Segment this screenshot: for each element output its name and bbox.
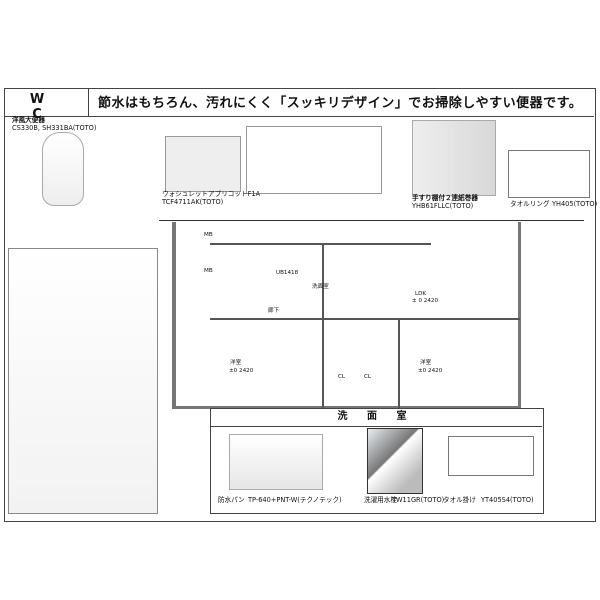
- room-label: CL: [364, 374, 372, 380]
- laundry-item-name: 洗濯用水栓: [364, 496, 397, 504]
- laundry-item-model: TW11GR(TOTO): [392, 496, 445, 504]
- towel-bar-photo: [448, 436, 534, 476]
- room-dimension: ± 0 2420: [412, 298, 439, 304]
- washlet-name: ウォシュレットアプリコットF1A: [162, 190, 261, 198]
- toilet-model: CS330B, SH331BA(TOTO): [12, 124, 97, 132]
- plan-line: [322, 245, 324, 408]
- plan-line: [210, 243, 431, 245]
- room-label: MB: [204, 232, 213, 238]
- towelring-model: YH405(TOTO): [552, 200, 598, 208]
- room-label: LDK: [415, 291, 427, 297]
- laundry-item-name: 防水パン: [218, 496, 245, 504]
- room-label: 廊下: [268, 308, 280, 314]
- plan-wall: [172, 406, 521, 409]
- paper-holder-photo: [412, 120, 496, 196]
- plan-line: [398, 318, 400, 408]
- washing-faucet-photo: [367, 428, 423, 494]
- room-label: 洋室: [420, 360, 432, 366]
- laundry-item-name: タオル掛け: [443, 496, 476, 504]
- remote-control-image: [165, 136, 241, 192]
- plan-wall: [172, 222, 176, 408]
- header-slogan: 節水はもちろん、汚れにくく「スッキリデザイン」でお掃除しやすい便器です。: [98, 96, 583, 111]
- header-divider: [88, 88, 89, 116]
- floor-plan: [159, 220, 584, 409]
- waterproof-pan-photo: [229, 434, 323, 490]
- handrail-name: 手すり棚付２連紙巻器: [412, 194, 478, 202]
- toilet-title: 洋風大便器: [12, 116, 45, 124]
- laundry-item-model: YT405S4(TOTO): [481, 496, 534, 504]
- room-label: CL: [338, 374, 346, 380]
- washlet-spec-chart-image: [246, 126, 382, 194]
- room-label: 洋室: [230, 360, 242, 366]
- room-label: UB1418: [276, 270, 299, 276]
- room-label: 洗面室: [312, 284, 329, 290]
- document-header: [4, 88, 594, 117]
- plan-line: [210, 318, 520, 320]
- handrail-model: YHB61FLLC(TOTO): [412, 202, 474, 210]
- section-label: W C: [29, 92, 63, 122]
- toilet-photo: [42, 132, 84, 206]
- towel-ring-photo: [508, 150, 590, 198]
- towelring-name: タオルリング: [510, 200, 550, 208]
- laundry-item-model: TP-640+PNT-W(テクノテック): [248, 496, 342, 504]
- left-catalog-thumbnail: [8, 248, 158, 514]
- laundry-title: 洗 面 室: [210, 408, 542, 427]
- room-dimension: ±0 2420: [229, 368, 254, 374]
- plan-wall: [518, 222, 521, 408]
- washlet-model: TCF4711AK(TOTO): [162, 198, 224, 206]
- room-label: MB: [204, 268, 213, 274]
- room-dimension: ±0 2420: [418, 368, 443, 374]
